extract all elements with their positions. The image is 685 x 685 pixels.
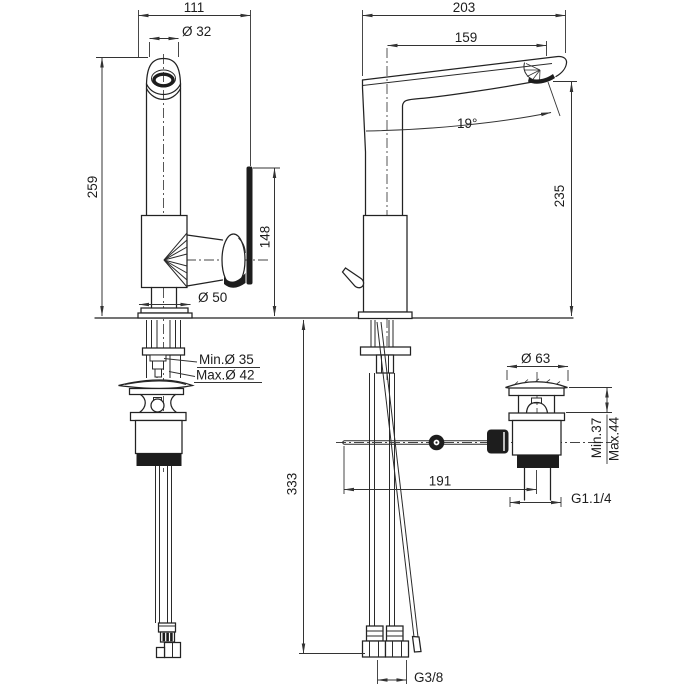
flange-hatch (513, 378, 561, 386)
front-drain (118, 379, 195, 659)
dim-spout-angle: 19° (457, 116, 477, 131)
dim-flange-diameter: Ø 63 (521, 351, 550, 366)
drain-knurl (517, 455, 559, 468)
g38-nut-right (384, 640, 410, 658)
aerator-detail (523, 62, 555, 84)
side-dimensions: 203 159 19° 235 333 191 G3/8 (285, 0, 577, 685)
dim-hole-max: Max.Ø 42 (196, 368, 255, 383)
rod-knob (487, 429, 509, 454)
dim-clamp-max: Max.44 (607, 416, 622, 461)
dim-base-diameter: Ø 50 (198, 290, 227, 305)
dim-spout-diameter: Ø 32 (182, 24, 211, 39)
popup-plug (525, 401, 549, 414)
front-dimensions: 111 Ø 32 259 148 Ø 50 Min.Ø 35 Max.Ø 42 (85, 0, 280, 383)
dim-supply-thread: G3/8 (414, 670, 443, 685)
side-view: 203 159 19° 235 333 191 G3/8 (285, 0, 612, 685)
dim-rod-reach: 191 (429, 474, 452, 489)
front-view: 111 Ø 32 259 148 Ø 50 Min.Ø 35 Max.Ø 42 (85, 0, 280, 659)
supply-hoses (369, 321, 419, 638)
knurled-ring (136, 453, 182, 466)
dim-waste-thread: G1.1/4 (571, 491, 612, 506)
valve-cone (163, 232, 188, 288)
side-shank (370, 320, 394, 347)
dim-clamp-min: Min.37 (589, 418, 604, 459)
lever-handle (246, 166, 253, 285)
handle-shadow (224, 273, 246, 288)
drain-detail: Ø 63 Min.37 Max.44 G1.1/4 (487, 351, 622, 507)
hose-tip (411, 635, 422, 653)
dim-front-width: 111 (184, 0, 205, 15)
popup-lever (341, 267, 365, 289)
dim-hole-min: Min.Ø 35 (199, 352, 254, 367)
dim-depth: 203 (453, 0, 476, 15)
dim-under-counter: 333 (285, 473, 300, 496)
aerator-ring (152, 72, 175, 88)
popup-rod (336, 434, 612, 451)
drain-dimensions: Ø 63 Min.37 Max.44 G1.1/4 (506, 351, 622, 507)
dim-reach: 159 (455, 30, 478, 45)
dim-front-height: 259 (85, 176, 100, 199)
dim-handle-height: 148 (258, 226, 273, 249)
dim-spout-height: 235 (552, 185, 567, 208)
g38-nut-left (361, 640, 387, 658)
